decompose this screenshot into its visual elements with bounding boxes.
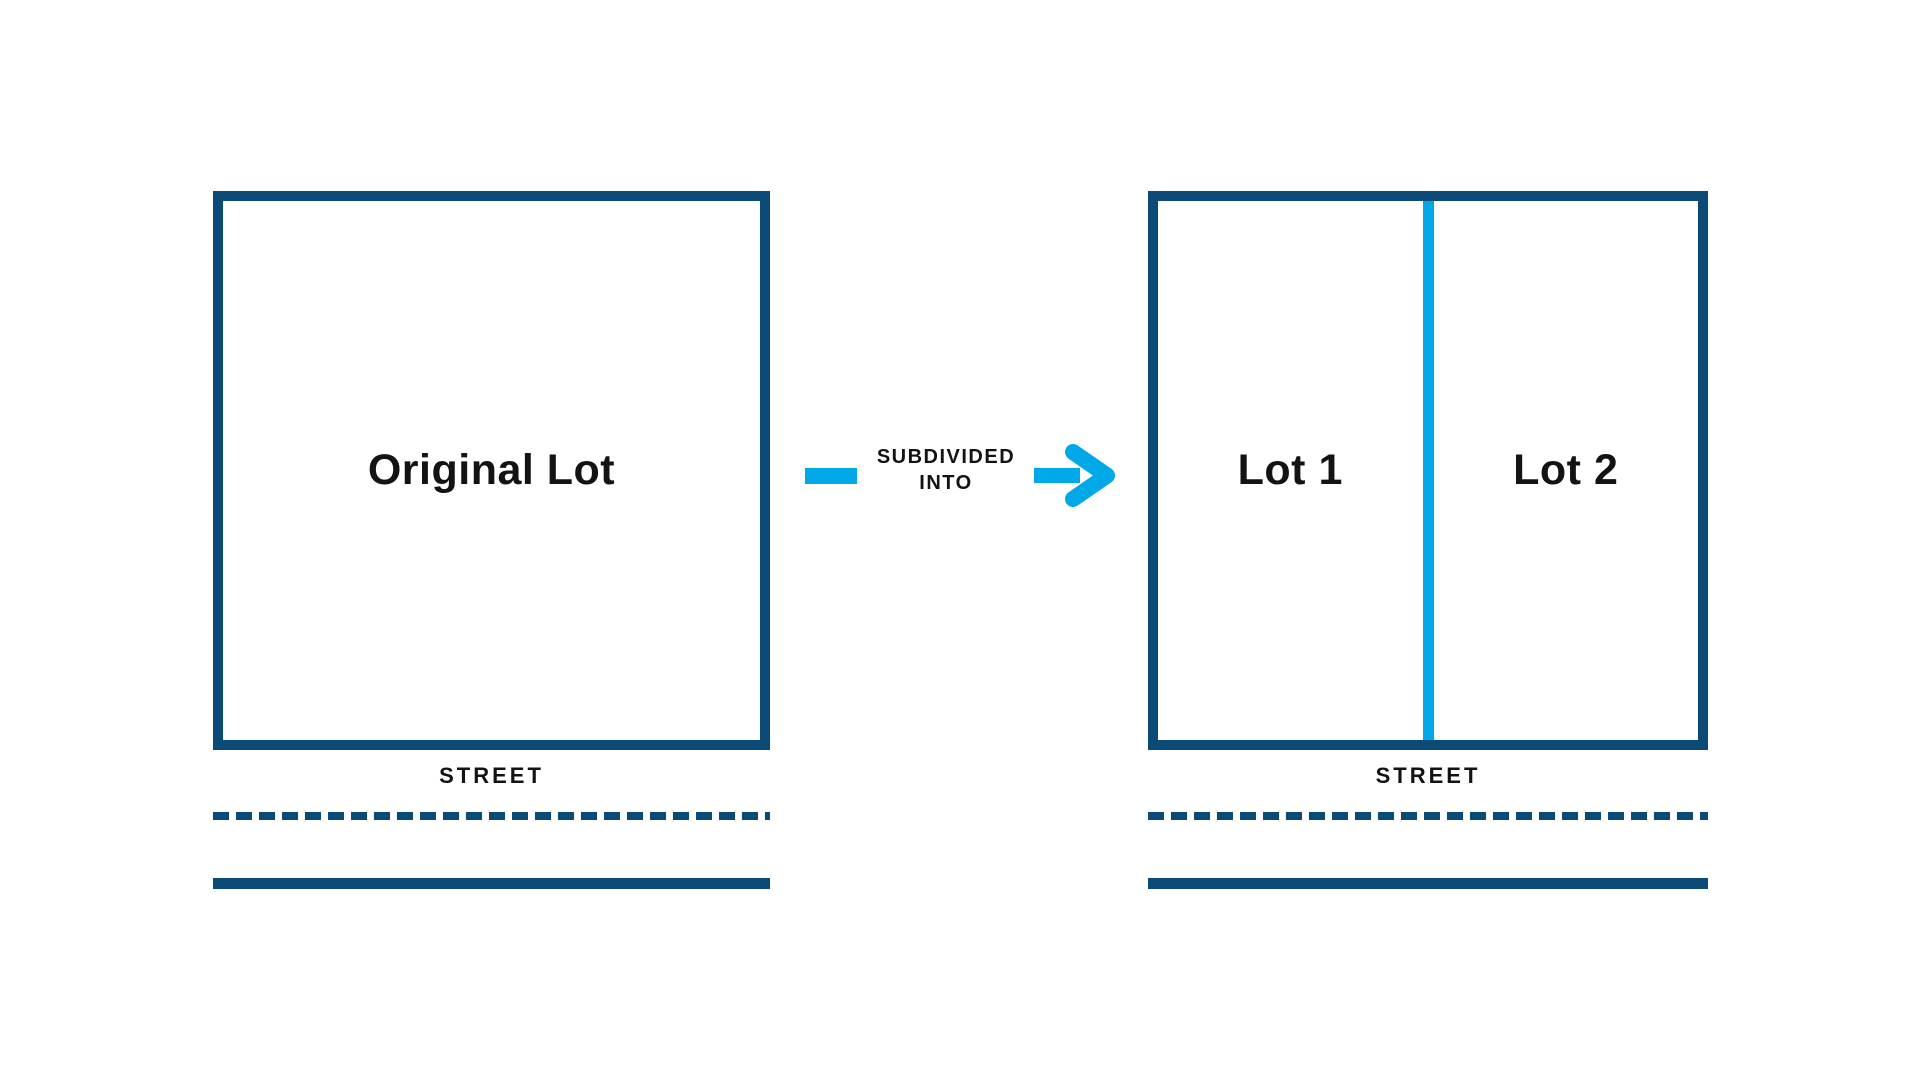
street-label-left: STREET: [439, 763, 544, 788]
lot2-label: Lot 2: [1513, 446, 1619, 494]
street-label-right: STREET: [1375, 763, 1481, 788]
arrow-right-icon: [1034, 444, 1115, 507]
lot1-label: Lot 1: [1237, 446, 1343, 494]
lot1-area: Lot 1: [1158, 201, 1423, 740]
street-edge-line-left: [213, 878, 770, 889]
connector-label-line1: SUBDIVIDED: [876, 446, 1016, 468]
original-lot-label: Original Lot: [367, 446, 616, 494]
connector-label-line2: INTO: [919, 472, 973, 494]
original-lot-box: Original Lot: [213, 191, 770, 750]
street-edge-line-right: [1148, 878, 1708, 889]
connector-label: SUBDIVIDED INTO: [846, 444, 1046, 496]
street-centerline-dashed-right: [1148, 812, 1708, 820]
subdivided-lot-box: Lot 1 Lot 2: [1148, 191, 1708, 750]
street-centerline-dashed-left: [213, 812, 770, 820]
lot2-area: Lot 2: [1434, 201, 1699, 740]
lot-divider-line: [1422, 201, 1434, 740]
connector-dash-icon: [805, 468, 857, 484]
